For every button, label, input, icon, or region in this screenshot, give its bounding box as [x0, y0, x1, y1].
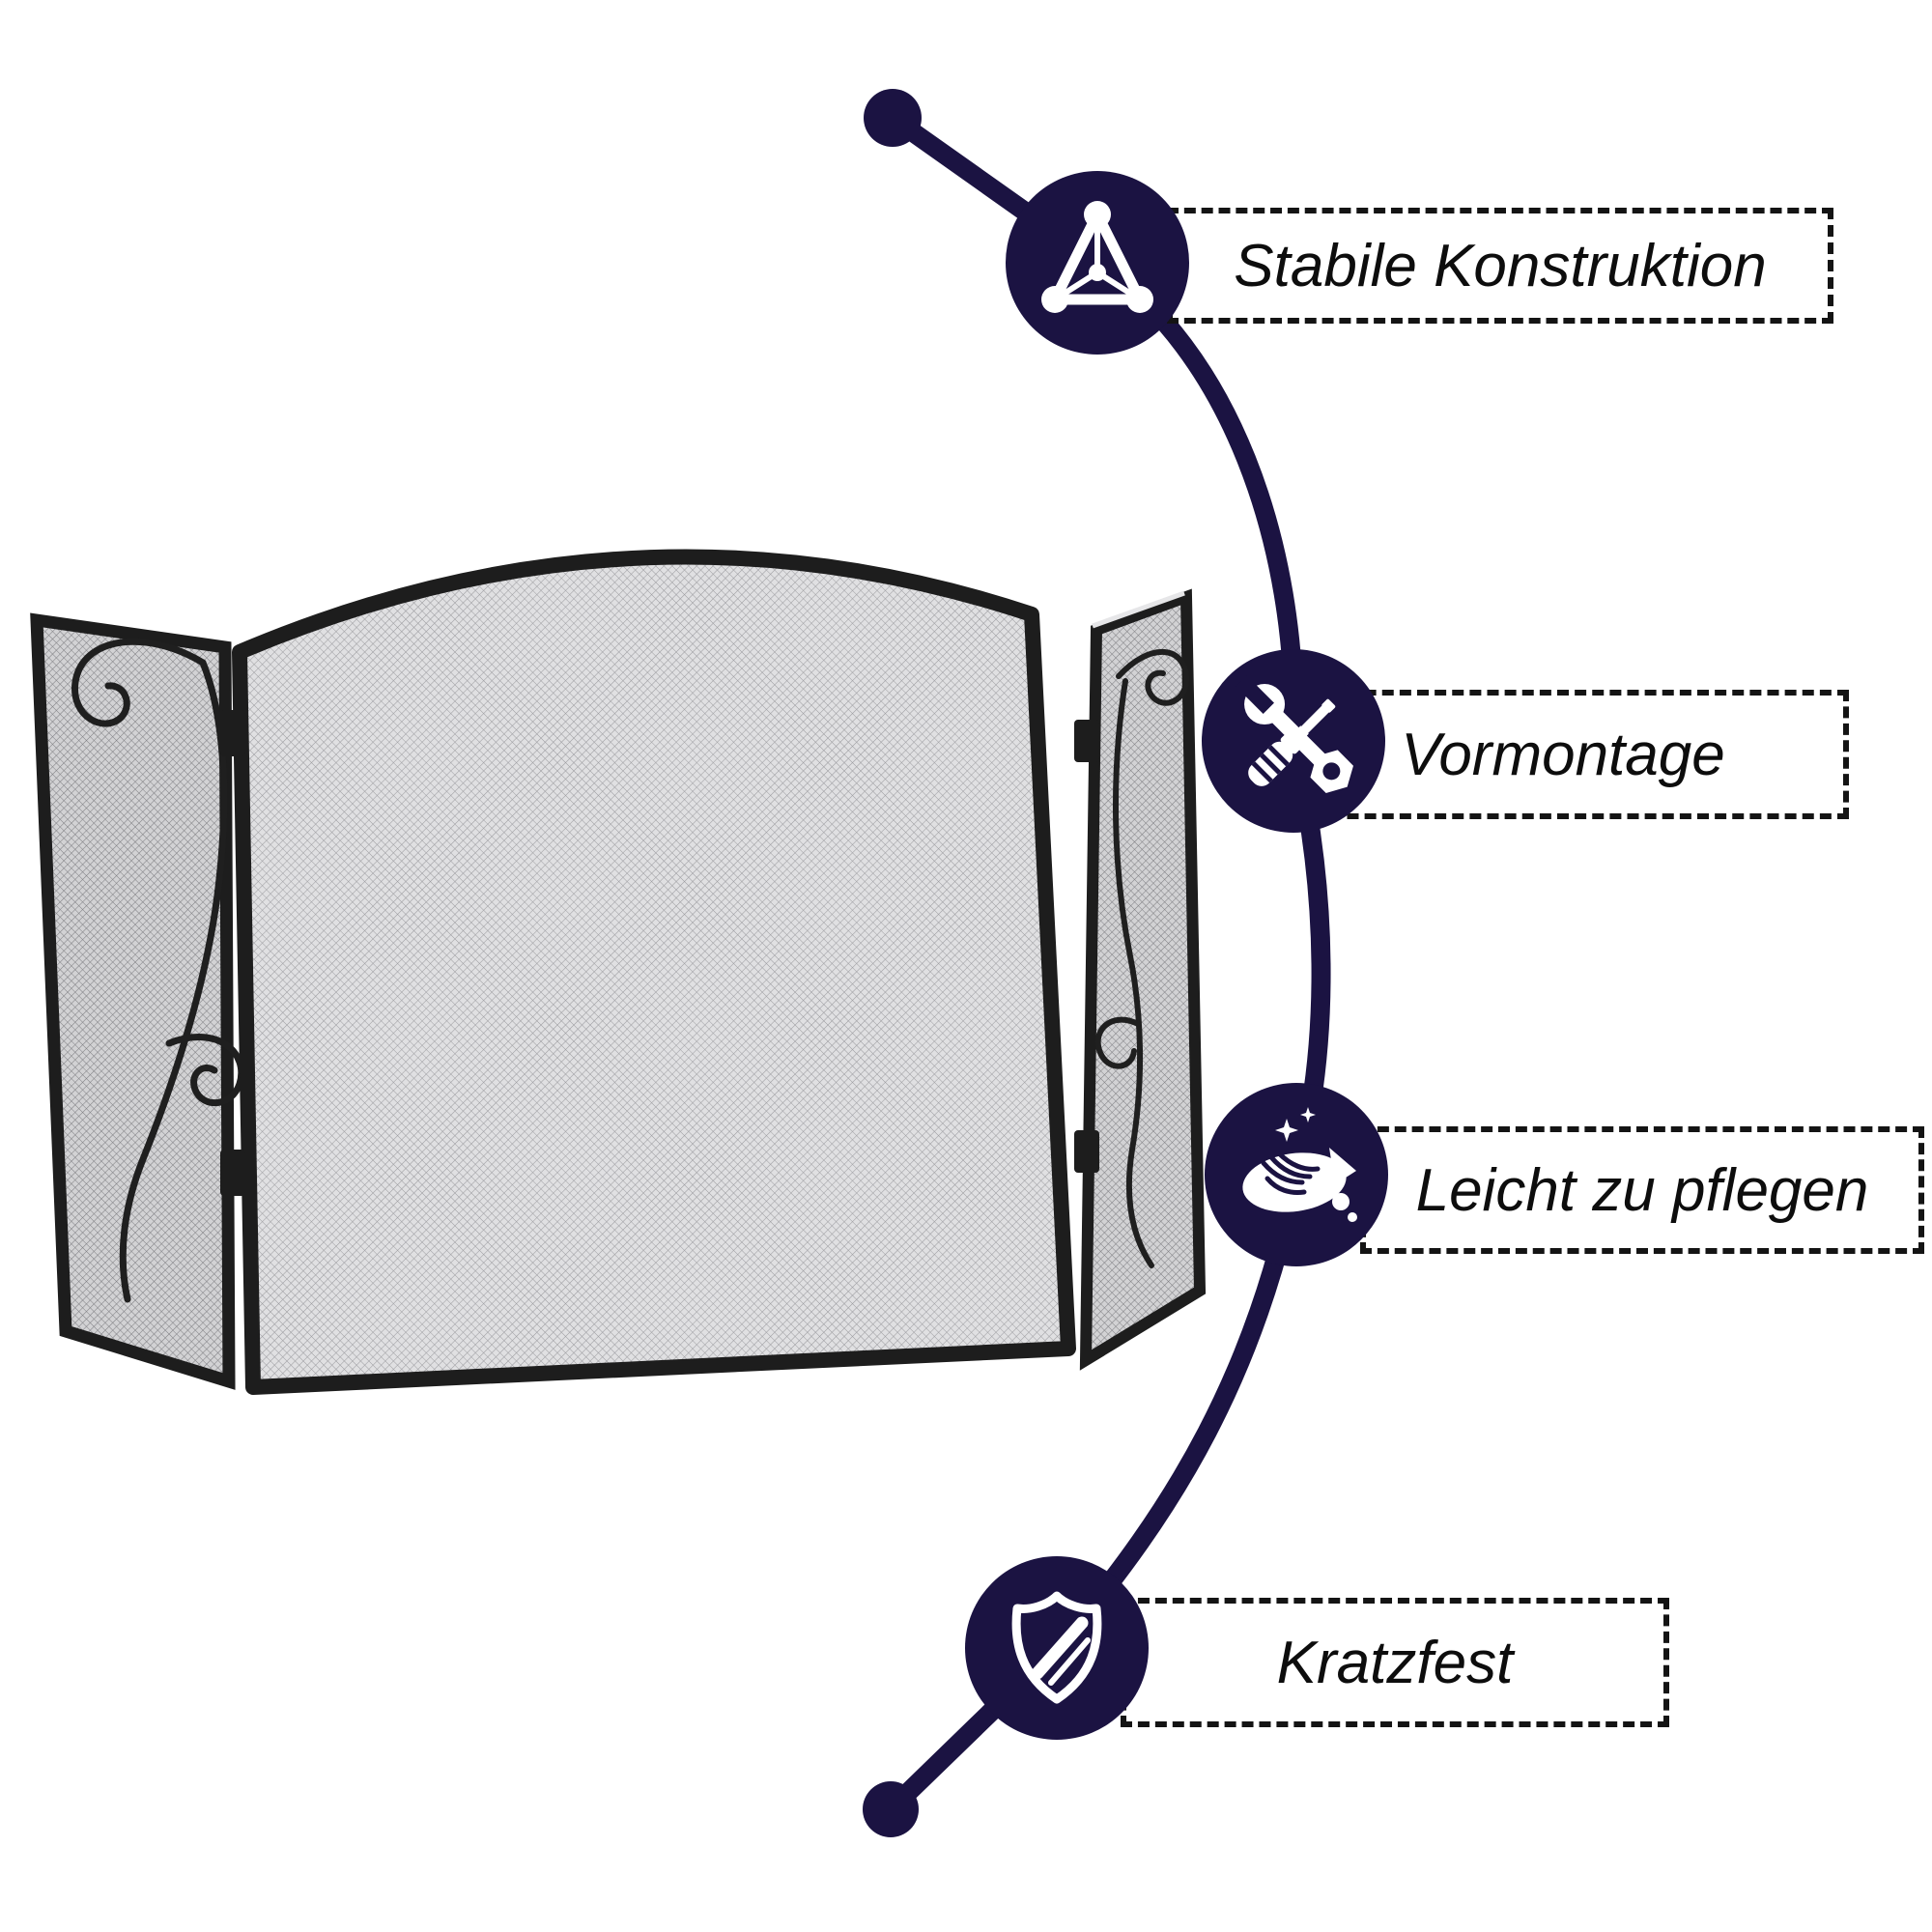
- right-panel-scroll-ornament: [1116, 648, 1190, 706]
- feature-connector-curve: [863, 89, 1331, 1837]
- connector-top-dot: [864, 89, 922, 147]
- badge-stabile-konstruktion: [1006, 171, 1189, 355]
- feature-box-stabile-konstruktion: Stabile Konstruktion: [1167, 208, 1833, 324]
- triangle-structure-icon: [1041, 201, 1153, 313]
- left-side-panel: [30, 612, 245, 1390]
- feature-box-kratzfest: Kratzfest: [1121, 1598, 1669, 1727]
- badge-kratzfest: [965, 1556, 1149, 1740]
- wrench-screwdriver-icon: [1236, 675, 1353, 793]
- shield-icon: [1011, 1591, 1102, 1704]
- fireplace-screen-image: [30, 549, 1207, 1395]
- hand-cleaning-icon: [1242, 1107, 1357, 1222]
- badge-vormontage: [1202, 649, 1385, 833]
- right-panel-top-highlight: [1092, 590, 1185, 629]
- panel-hinges: [220, 710, 1099, 1196]
- badge-leicht-zu-pflegen: [1205, 1083, 1388, 1266]
- feature-label: Vormontage: [1401, 721, 1725, 788]
- left-panel-scroll-ornament: [71, 638, 207, 727]
- feature-label: Kratzfest: [1276, 1629, 1514, 1696]
- right-side-panel: [1079, 588, 1207, 1371]
- feature-label: Stabile Konstruktion: [1234, 232, 1767, 299]
- feature-label: Leicht zu pflegen: [1415, 1156, 1869, 1224]
- center-arched-panel: [232, 549, 1076, 1395]
- connector-bottom-dot: [863, 1781, 919, 1837]
